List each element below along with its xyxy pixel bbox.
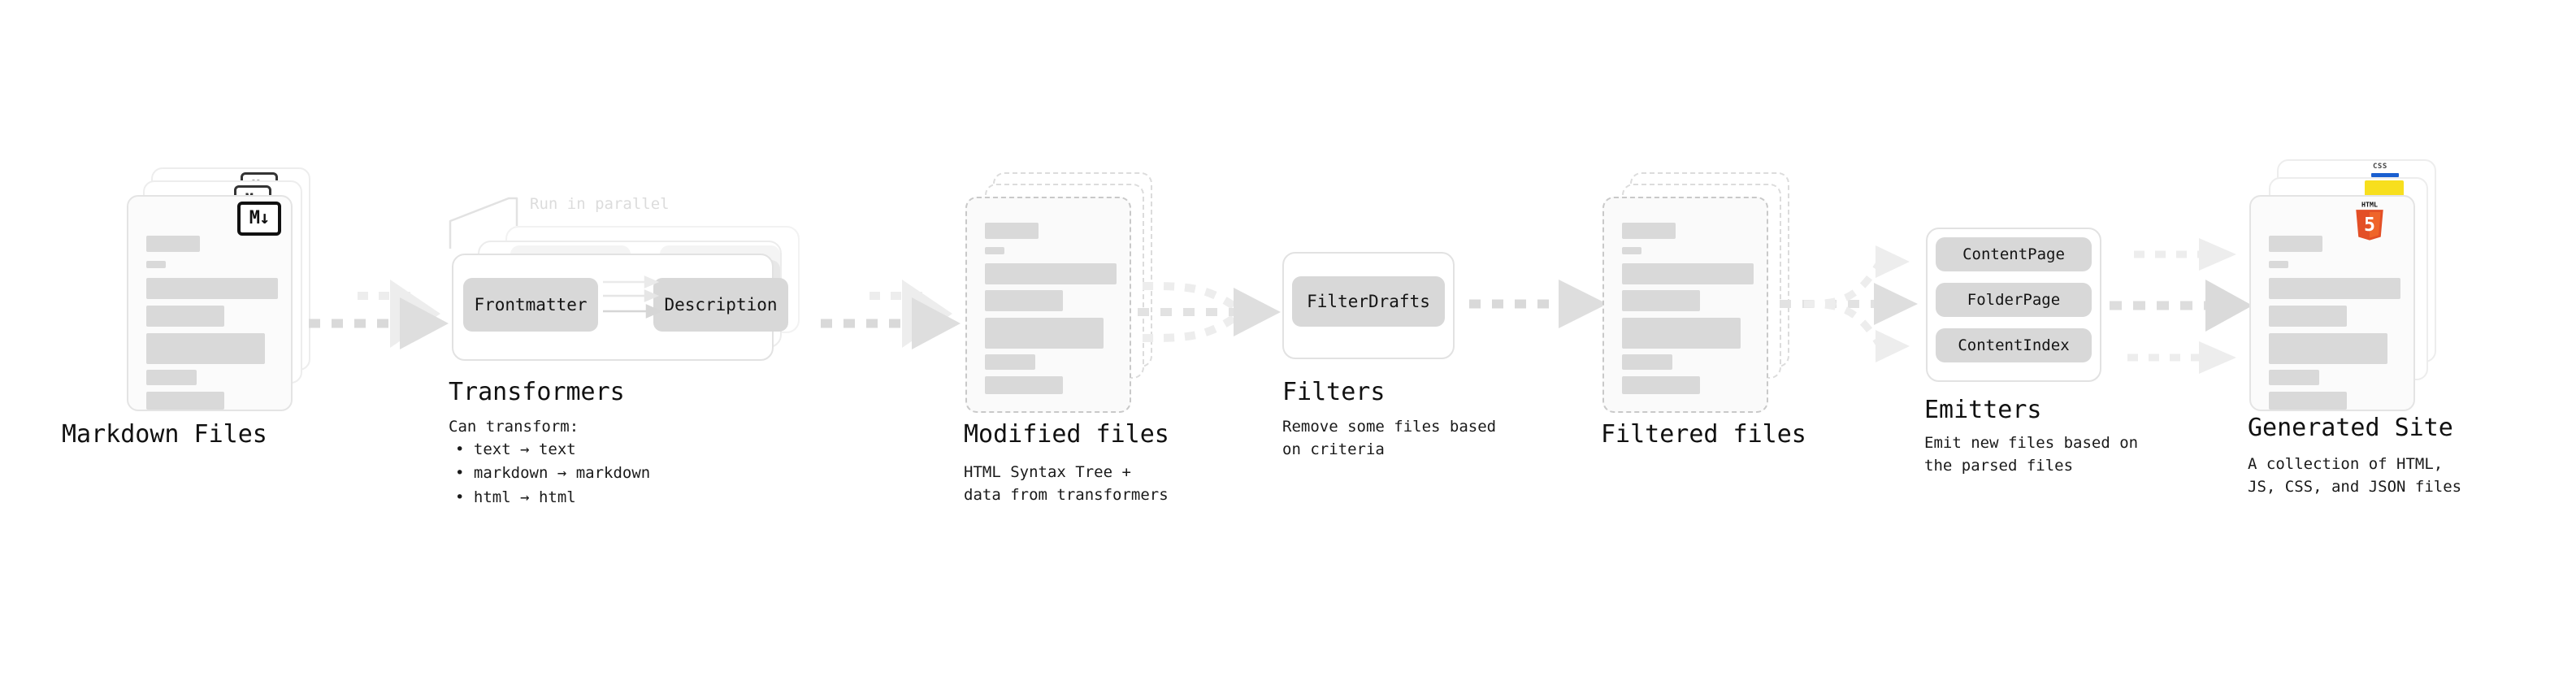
chip-label: Description bbox=[664, 295, 778, 314]
skeleton-line bbox=[2269, 370, 2319, 385]
skeleton-line bbox=[1622, 263, 1754, 284]
skeleton-line bbox=[1622, 247, 1641, 254]
css-icon bbox=[2371, 173, 2399, 177]
skeleton-line bbox=[1622, 318, 1741, 349]
skeleton-line bbox=[2269, 306, 2347, 327]
css-icon-label: CSS bbox=[2373, 163, 2387, 171]
html5-icon: HTML 5 bbox=[2356, 200, 2383, 241]
modified-files-subtitle: HTML Syntax Tree + data from transformer… bbox=[964, 463, 1169, 504]
skeleton-line bbox=[985, 376, 1063, 394]
parallel-label: Run in parallel bbox=[530, 195, 670, 213]
skeleton-line bbox=[2269, 236, 2322, 252]
chip-label: FolderPage bbox=[1967, 291, 2061, 309]
filtered-card-front bbox=[1602, 197, 1768, 413]
js-icon bbox=[2365, 180, 2404, 198]
skeleton-line bbox=[1622, 376, 1700, 394]
stage-title-modified-files: Modified files bbox=[964, 420, 1169, 449]
skeleton-line bbox=[146, 278, 278, 299]
skeleton-line bbox=[146, 261, 166, 268]
connector-filters-to-filtered bbox=[1469, 280, 1607, 328]
stage-title-markdown-files: Markdown Files bbox=[62, 420, 267, 449]
connector-filtered-to-emitters bbox=[1780, 245, 1918, 362]
skeleton-line bbox=[985, 247, 1004, 254]
bullet-item: • markdown → markdown bbox=[455, 464, 651, 483]
html5-digit: 5 bbox=[2364, 214, 2375, 236]
chip-frontmatter[interactable]: Frontmatter bbox=[463, 278, 598, 332]
transformers-subtitle: Can transform: bbox=[449, 418, 579, 436]
chip-label: FilterDrafts bbox=[1307, 292, 1430, 311]
skeleton-line bbox=[146, 306, 224, 327]
generated-site-subtitle: A collection of HTML, JS, CSS, and JSON … bbox=[2248, 455, 2462, 496]
skeleton-line bbox=[2269, 261, 2288, 268]
markdown-icon: M↓ bbox=[237, 202, 281, 236]
transformers-bullets: • text → text • markdown → markdown • ht… bbox=[455, 438, 650, 510]
emitters-subtitle: Emit new files based on the parsed files bbox=[1924, 434, 2139, 475]
skeleton-line bbox=[146, 370, 197, 385]
filters-subtitle: Remove some files based on criteria bbox=[1282, 418, 1497, 458]
bullet-item: • text → text bbox=[455, 440, 576, 458]
skeleton-line bbox=[985, 263, 1117, 284]
skeleton-line bbox=[1622, 223, 1676, 239]
skeleton-line bbox=[2269, 392, 2347, 410]
skeleton-line bbox=[146, 333, 265, 364]
skeleton-line bbox=[985, 223, 1039, 239]
parallel-bracket bbox=[449, 197, 518, 249]
inner-transformer-arrows bbox=[603, 275, 663, 319]
svg-text:HTML: HTML bbox=[2361, 200, 2378, 208]
skeleton-line bbox=[1622, 290, 1700, 311]
bullet-item: • html → html bbox=[455, 488, 576, 506]
skeleton-line bbox=[2269, 278, 2400, 299]
modified-card-front bbox=[965, 197, 1131, 413]
site-card-html bbox=[2249, 195, 2415, 411]
connector-markdown-to-transformers bbox=[309, 280, 449, 349]
skeleton-line bbox=[985, 318, 1104, 349]
chip-contentindex[interactable]: ContentIndex bbox=[1936, 328, 2092, 362]
skeleton-line bbox=[985, 290, 1063, 311]
chip-label: Frontmatter bbox=[474, 295, 588, 314]
chip-description[interactable]: Description bbox=[653, 278, 788, 332]
chip-filterdrafts[interactable]: FilterDrafts bbox=[1292, 276, 1445, 327]
stage-title-filtered-files: Filtered files bbox=[1601, 420, 1806, 449]
chip-label: ContentPage bbox=[1962, 245, 2065, 263]
chip-folderpage[interactable]: FolderPage bbox=[1936, 283, 2092, 317]
skeleton-line bbox=[985, 354, 1035, 370]
stage-title-filters: Filters bbox=[1282, 378, 1386, 406]
stage-title-transformers: Transformers bbox=[449, 378, 625, 406]
stage-title-emitters: Emitters bbox=[1924, 396, 2042, 424]
skeleton-line bbox=[146, 236, 200, 252]
stage-title-generated-site: Generated Site bbox=[2248, 414, 2453, 442]
connector-transformers-to-modified bbox=[821, 280, 961, 349]
chip-label: ContentIndex bbox=[1958, 336, 2070, 354]
connector-emitters-to-site bbox=[2110, 238, 2253, 374]
skeleton-line bbox=[2269, 333, 2387, 364]
connector-modified-to-filters bbox=[1138, 282, 1281, 342]
chip-contentpage[interactable]: ContentPage bbox=[1936, 237, 2092, 271]
skeleton-line bbox=[1622, 354, 1672, 370]
skeleton-line bbox=[146, 392, 224, 410]
